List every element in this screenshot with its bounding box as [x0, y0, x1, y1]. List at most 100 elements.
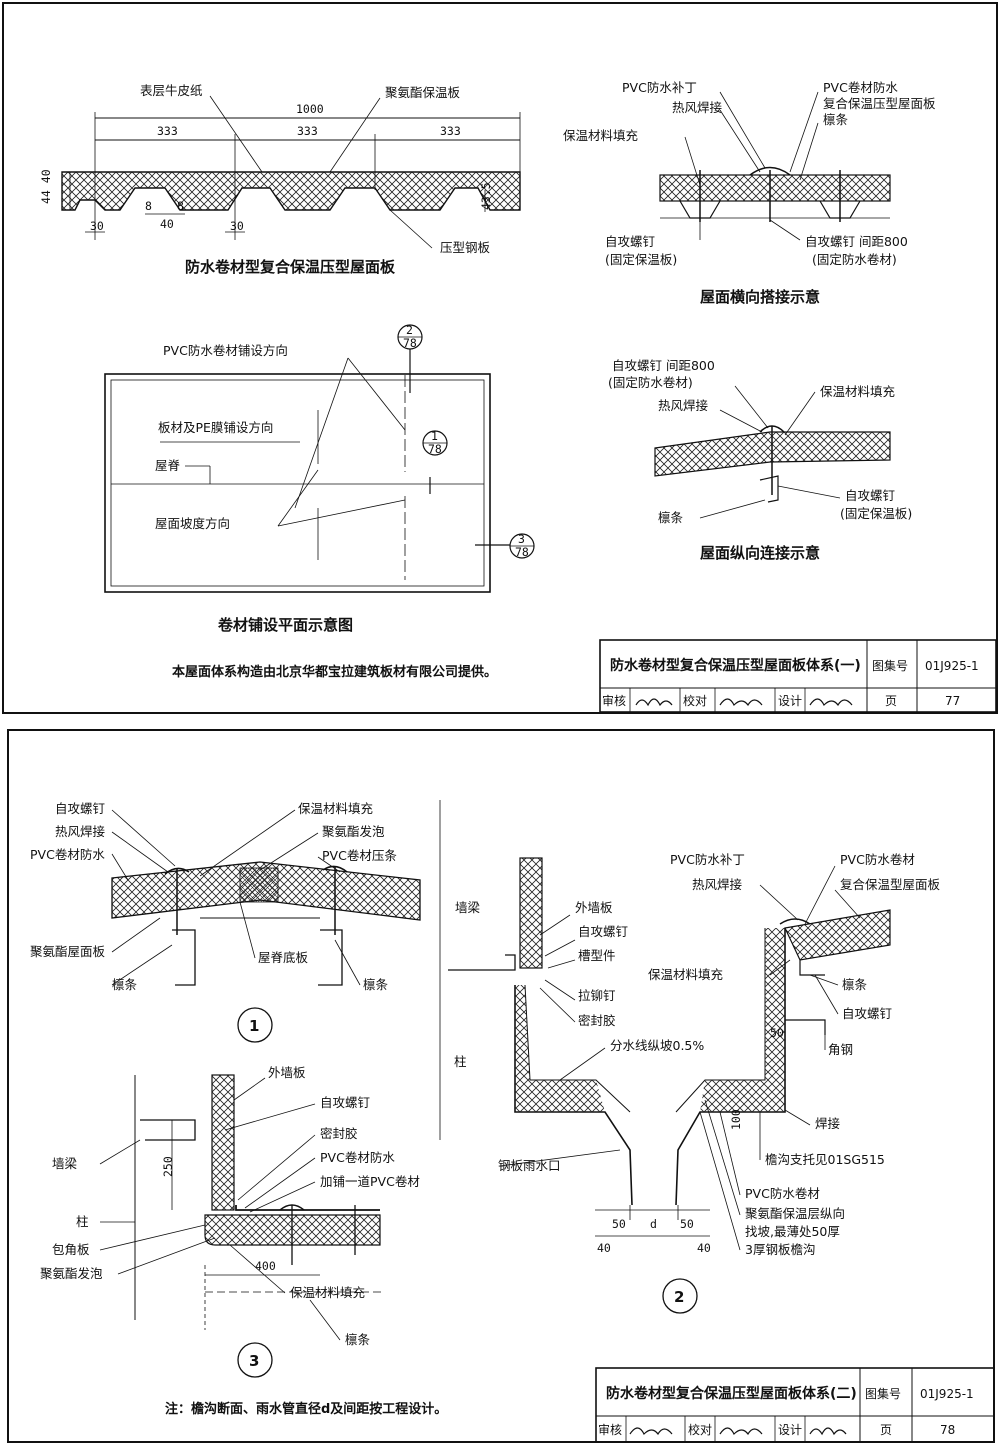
d3-label-corner-plate: 包角板 [52, 1242, 90, 1257]
label-hot-air-weld: 热风焊接 [672, 100, 723, 115]
dim-small-2: 8 [145, 199, 152, 213]
sheet2-border [7, 729, 995, 1443]
d2-label-angle: 角钢 [828, 1042, 853, 1057]
d3-dim-400: 400 [255, 1259, 276, 1273]
d2-label-weld-joint: 焊接 [815, 1116, 841, 1131]
label-insulation-fill: 保温材料填充 [563, 128, 638, 143]
detail-2-gutter: 墙梁 外墙板 自攻螺钉 槽型件 拉铆钉 密封胶 分水线纵坡0.5% 柱 钢板雨水… [439, 800, 941, 1314]
d2-dim-40-left: 40 [597, 1241, 611, 1255]
review-1: 审核 [602, 693, 626, 708]
title-1: 防水卷材型复合保温压型屋面板体系(一) [610, 657, 861, 674]
d1-label-fill: 保温材料填充 [298, 801, 373, 816]
d1-label-ridge-plate: 屋脊底板 [258, 950, 309, 965]
d1-label-pvc: PVC卷材防水 [30, 847, 105, 862]
atlas-no-1: 01J925-1 [925, 659, 979, 673]
d3-label-column: 柱 [76, 1214, 89, 1229]
check-1: 校对 [683, 693, 707, 708]
d2-number: 2 [674, 1288, 684, 1306]
d2-label-wall-panel: 外墙板 [575, 900, 613, 915]
d2-label-sealant: 密封胶 [578, 1013, 616, 1028]
d3-label-sealant: 密封胶 [320, 1126, 358, 1141]
d2-number-circle [662, 1278, 698, 1314]
d2-dim-50-left: 50 [612, 1217, 626, 1231]
signature-design-2 [809, 1427, 847, 1436]
d2-dim-50-angle: 50 [770, 1026, 784, 1040]
label-screw-right: 自攻螺钉 间距800 [805, 234, 908, 249]
dim-small-6: 43.5 [479, 182, 493, 210]
signature-review-2 [629, 1427, 673, 1436]
label-screw-left: 自攻螺钉 [605, 234, 656, 249]
d3-label-wall-beam: 墙梁 [52, 1156, 78, 1171]
page-no-2: 78 [940, 1423, 955, 1437]
label-purlin-long: 檩条 [658, 510, 684, 525]
caption-panel: 防水卷材型复合保温压型屋面板 [185, 258, 396, 276]
transverse-lap: PVC防水补丁 热风焊接 保温材料填充 PVC卷材防水 复合保温压型屋面板 檩条… [563, 80, 936, 306]
d2-label-weld: 热风焊接 [692, 877, 743, 892]
callout-1-num: 1 [431, 429, 438, 443]
d2-label-purlin: 檩条 [842, 977, 868, 992]
d2-label-support: 檐沟支托见01SG515 [765, 1152, 885, 1167]
d1-label-screw: 自攻螺钉 [55, 801, 106, 816]
callout-2-num: 2 [406, 323, 413, 337]
label-screw-bottom-note: (固定保温板) [840, 506, 912, 521]
d2-label-wall-beam: 墙梁 [455, 900, 481, 915]
label-steel-deck: 压型钢板 [440, 240, 491, 255]
design-1: 设计 [778, 694, 802, 708]
d3-dim-250: 250 [161, 1156, 175, 1177]
d2-label-slope: 分水线纵坡0.5% [610, 1038, 704, 1053]
d3-number-circle [237, 1342, 273, 1378]
d3-label-foam: 聚氨酯发泡 [40, 1266, 103, 1281]
atlas-label-1: 图集号 [872, 658, 908, 673]
label-screw-right-note: (固定防水卷材) [812, 252, 897, 267]
d2-label-pvc-membrane: PVC防水卷材 [840, 852, 915, 867]
d2-label-slope-50: 找坡,最薄处50厚 [745, 1224, 840, 1239]
d2-label-screw-right: 自攻螺钉 [842, 1006, 893, 1021]
plan-view: PVC防水卷材铺设方向 板材及PE膜铺设方向 屋脊 屋面坡度方向 卷材铺设平面示… [104, 343, 510, 634]
d1-label-purlin-right: 檩条 [363, 977, 389, 992]
caption-longitudinal: 屋面纵向连接示意 [700, 544, 820, 562]
dim-small-3: 40 [160, 217, 174, 231]
d1-label-purlin-left: 檩条 [112, 977, 138, 992]
d2-label-pu-layer: 聚氨酯保温层纵向 [745, 1206, 845, 1221]
callout-3-num: 3 [518, 532, 525, 546]
d3-label-fill: 保温材料填充 [290, 1285, 365, 1300]
label-screw-bottom: 自攻螺钉 [845, 488, 896, 503]
note-sheet2: 注：檐沟断面、雨水管直径d及间距按工程设计。 [165, 1401, 447, 1417]
sheet1-border [2, 2, 998, 714]
label-screw-top-note: (固定防水卷材) [608, 375, 693, 390]
label-composite-panel: 复合保温压型屋面板 [823, 96, 936, 111]
label-board-direction: 板材及PE膜铺设方向 [158, 420, 273, 435]
design-2: 设计 [778, 1423, 802, 1437]
dim-small-4: 8 [177, 199, 184, 213]
d3-number: 3 [249, 1352, 259, 1370]
d2-label-steel-gutter: 3厚钢板檐沟 [745, 1242, 815, 1257]
d2-label-composite: 复合保温型屋面板 [840, 877, 941, 892]
title-2: 防水卷材型复合保温压型屋面板体系(二) [606, 1385, 857, 1402]
d3-label-extra-pvc: 加铺一道PVC卷材 [320, 1174, 420, 1189]
d3-label-screw: 自攻螺钉 [320, 1095, 371, 1110]
signature-check-1 [719, 698, 763, 707]
label-fill-long: 保温材料填充 [820, 384, 895, 399]
d2-label-channel: 槽型件 [578, 948, 616, 963]
label-weld-long: 热风焊接 [658, 398, 709, 413]
label-pvc-patch: PVC防水补丁 [622, 80, 697, 95]
d2-dim-40-right: 40 [697, 1241, 711, 1255]
caption-transverse: 屋面横向搭接示意 [700, 288, 820, 306]
d2-dim-50-right: 50 [680, 1217, 694, 1231]
callout-2-sheet: 78 [403, 336, 417, 350]
atlas-no-2: 01J925-1 [920, 1387, 974, 1401]
check-2: 校对 [688, 1422, 712, 1437]
callout-1-sheet: 78 [428, 442, 442, 456]
d1-label-weld: 热风焊接 [55, 824, 106, 839]
d2-label-pvc-gutter: PVC防水卷材 [745, 1186, 820, 1201]
dim-small-1: 30 [90, 219, 104, 233]
d2-label-fill: 保温材料填充 [648, 967, 723, 982]
label-pvc-waterproof: PVC卷材防水 [823, 80, 898, 95]
page-label-2: 页 [880, 1423, 892, 1437]
panel-section: 表层牛皮纸 聚氨酯保温板 压型钢板 1000 333 333 333 44 40… [39, 83, 521, 276]
detail-1-ridge: 自攻螺钉 热风焊接 PVC卷材防水 聚氨酯屋面板 檩条 保温材料填充 聚氨酯发泡… [30, 801, 421, 1043]
label-slope: 屋面坡度方向 [155, 516, 230, 531]
d2-label-pvc-patch: PVC防水补丁 [670, 852, 745, 867]
d1-label-pu-roof: 聚氨酯屋面板 [30, 944, 106, 959]
